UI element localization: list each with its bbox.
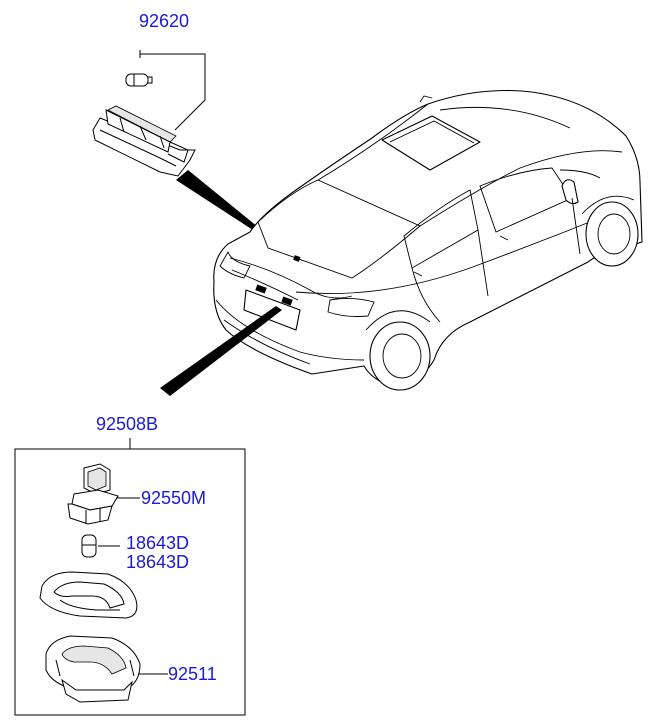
tail-light-right bbox=[327, 297, 375, 317]
sunroof bbox=[381, 115, 481, 171]
rear-bumper bbox=[215, 299, 365, 361]
car-body bbox=[213, 89, 643, 387]
exploded-view-box bbox=[14, 448, 246, 716]
lamp-assembly-92508B: 92508B 92550M 18643D 18643D bbox=[14, 414, 246, 716]
label-92511[interactable]: 92511 bbox=[168, 664, 217, 684]
label-18643D-b[interactable]: 18643D bbox=[126, 552, 189, 572]
bulb-icon bbox=[125, 73, 153, 87]
side-mirror bbox=[561, 179, 579, 205]
arrow-to-box bbox=[160, 306, 282, 396]
label-92508B[interactable]: 92508B bbox=[96, 414, 158, 434]
lamp-housing-92511-icon bbox=[45, 635, 141, 703]
license-lamp-left bbox=[255, 284, 267, 294]
license-lamp-right bbox=[281, 296, 293, 306]
car-illustration bbox=[213, 89, 643, 391]
small-bulb-icon bbox=[81, 534, 97, 558]
front-wheel bbox=[581, 195, 639, 267]
tail-light-left bbox=[219, 250, 251, 279]
socket-icon bbox=[67, 463, 119, 525]
leader-92620 bbox=[139, 50, 206, 131]
trunk-lid bbox=[229, 257, 353, 299]
label-92620[interactable]: 92620 bbox=[139, 11, 189, 31]
label-92550M[interactable]: 92550M bbox=[141, 488, 206, 508]
rear-wheel bbox=[365, 310, 431, 391]
label-18643D-a[interactable]: 18643D bbox=[126, 533, 189, 553]
rear-window bbox=[257, 179, 421, 279]
lamp-housing-icon bbox=[92, 105, 196, 177]
lens-icon bbox=[39, 571, 138, 619]
